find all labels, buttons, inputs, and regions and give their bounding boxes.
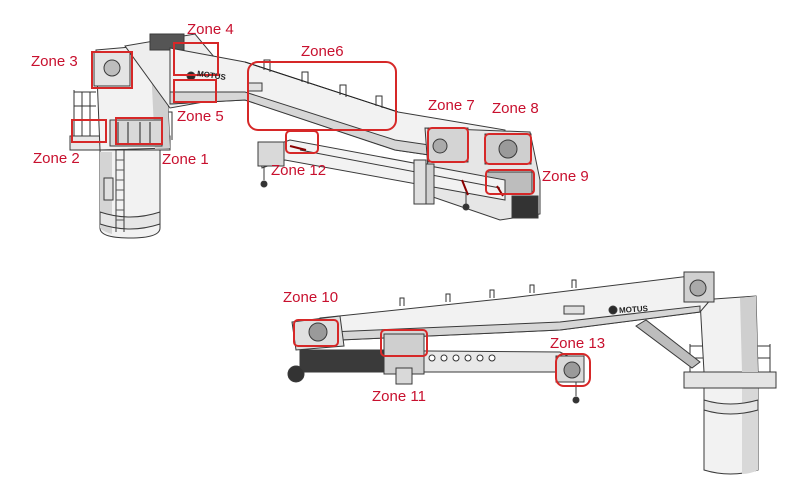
top-pedestal-ladder-rungs (116, 159, 124, 221)
bottom-luff-cylinder (635, 319, 701, 369)
top-crane (69, 33, 541, 239)
zone-1-outline (115, 117, 163, 145)
zone-4-outline (173, 42, 219, 76)
bottom-platform-deck (683, 371, 777, 389)
top-hook-left (260, 180, 268, 188)
bottom-boom-heel-sheave (689, 279, 707, 297)
top-slew-drive (109, 119, 163, 147)
zone-5-outline (173, 79, 217, 103)
top-hook-right (462, 203, 470, 211)
zone-2-label: Zone 2 (33, 150, 80, 167)
zone-1-label: Zone 1 (162, 151, 209, 168)
zone-13-outline (555, 353, 591, 387)
zone-5-label: Zone 5 (177, 108, 224, 125)
zone-6-label: Zone6 (301, 43, 344, 60)
zone-10-label: Zone 10 (283, 289, 339, 306)
top-tip-sheave (498, 139, 518, 159)
zone-9-label: Zone 9 (542, 168, 589, 185)
bottom-hook (572, 396, 580, 404)
bottom-jib-head-sheave (563, 361, 581, 379)
bottom-boom-vent (563, 305, 585, 315)
top-jib-head (257, 141, 285, 167)
zone-8-outline (484, 133, 532, 165)
top-jib-rail (299, 149, 501, 189)
top-winch-drum (103, 59, 121, 77)
zone-8-label: Zone 8 (492, 100, 539, 117)
bottom-jib-dark-section (299, 349, 391, 373)
zone-11-label: Zone 11 (372, 388, 426, 405)
bottom-main-boom-brackets (399, 279, 577, 306)
zone-3-outline (91, 51, 133, 89)
top-hinge-sheave (432, 138, 448, 154)
top-pedestal-door (103, 177, 114, 201)
top-main-boom-brackets (263, 59, 383, 108)
top-jib (259, 139, 506, 201)
bottom-logo-mark (608, 305, 618, 315)
zone-10-outline (293, 319, 339, 347)
bottom-jib-wheel (287, 365, 305, 383)
zone-11-outline (380, 329, 428, 357)
zone-12-label: Zone 12 (271, 162, 327, 179)
top-tip-hoist (511, 195, 539, 219)
zone-3-label: Zone 3 (31, 53, 78, 70)
zone-4-label: Zone 4 (187, 21, 234, 38)
zone-9-outline (485, 169, 535, 195)
bottom-jib-slots (428, 354, 496, 362)
bottom-pedestal-ring (703, 399, 759, 415)
zone-12-outline (285, 130, 319, 154)
bottom-king-post-shade (740, 296, 758, 372)
zone-6-outline (247, 61, 397, 131)
zone-outlines (71, 42, 591, 387)
top-pedestal-base-ring (99, 211, 161, 230)
bottom-hinge-leg (395, 367, 413, 385)
bottom-crane (287, 271, 777, 475)
zone-13-label: Zone 13 (550, 335, 606, 352)
zone-2-outline (71, 119, 107, 143)
top-jib-struts (413, 159, 435, 205)
bottom-hinge-block (383, 333, 425, 375)
top-platform-railing (73, 90, 173, 140)
zone-7-outline (427, 127, 469, 163)
top-boom-vent (247, 82, 263, 92)
top-slew-detail (117, 122, 151, 144)
bottom-tip-sheave (308, 322, 328, 342)
zone-7-label: Zone 7 (428, 97, 475, 114)
